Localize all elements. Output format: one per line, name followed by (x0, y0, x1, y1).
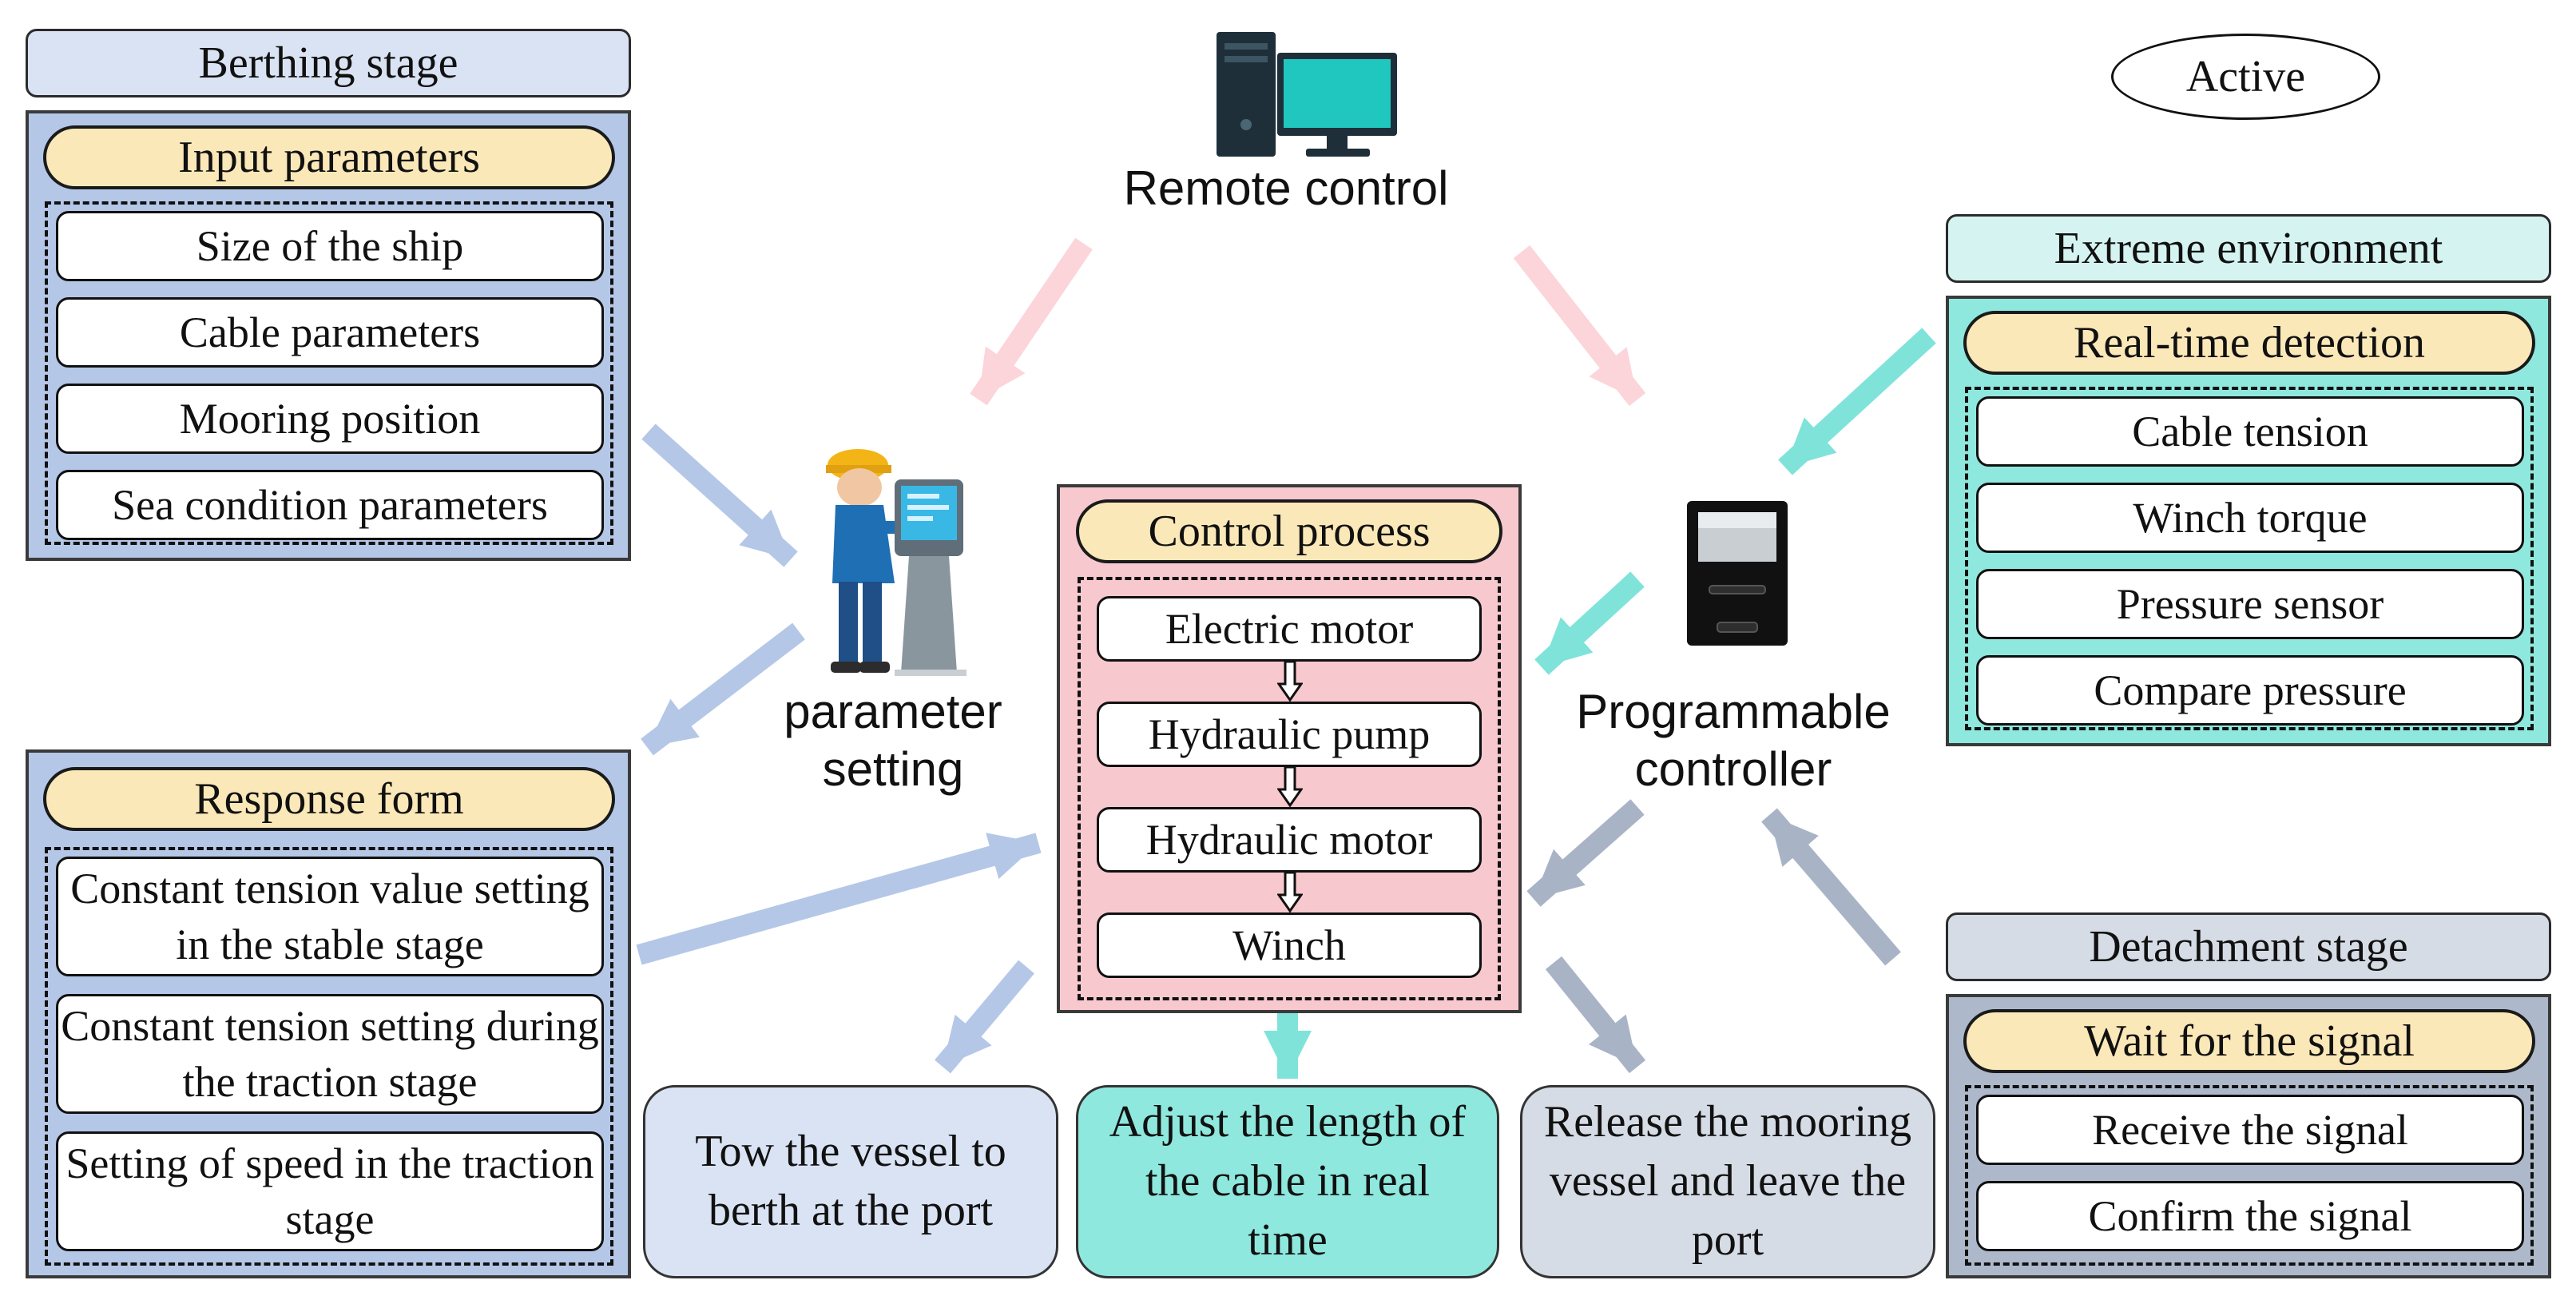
programmable-controller-label: Programmable controller (1576, 685, 1891, 796)
detection-item: Pressure sensor (1976, 569, 2524, 639)
output-release-vessel: Release the mooring vessel and leave the… (1520, 1085, 1935, 1278)
arrow-plc-to-control-gray (1526, 799, 1645, 907)
wait-for-signal-list: Receive the signal Confirm the signal (1965, 1085, 2534, 1266)
arrow-response-to-control (636, 833, 1042, 965)
legend-active: Active (2111, 34, 2380, 120)
response-form-panel: Response form Constant tension value set… (26, 749, 631, 1278)
output-tow-vessel: Tow the vessel to berth at the port (643, 1085, 1058, 1278)
arrow-input-to-param (641, 423, 798, 567)
arrow-plc-to-control (1534, 571, 1645, 675)
detection-item: Winch torque (1976, 483, 2524, 553)
input-param-item: Size of the ship (56, 211, 604, 281)
arrow-param-to-response (641, 622, 805, 756)
arrow-control-to-tow (935, 960, 1034, 1074)
control-item: Winch (1097, 912, 1482, 978)
arrow-remote-to-param (970, 237, 1093, 406)
input-param-item: Sea condition parameters (56, 470, 604, 540)
real-time-detection-pill: Real-time detection (1963, 311, 2535, 375)
input-param-item: Cable parameters (56, 297, 604, 368)
control-item: Hydraulic pump (1097, 702, 1482, 767)
signal-item: Confirm the signal (1976, 1181, 2524, 1251)
response-item: Constant tension value setting in the st… (56, 857, 604, 976)
control-item: Electric motor (1097, 596, 1482, 662)
parameter-setting-label: parameter setting (784, 685, 1002, 796)
arrow-control-to-release (1545, 956, 1646, 1074)
signal-item: Receive the signal (1976, 1095, 2524, 1165)
controller-device-icon (1685, 499, 1789, 647)
detachment-stage-title: Detachment stage (1946, 912, 2551, 981)
arrow-detach-to-plc (1761, 808, 1901, 966)
real-time-detection-list: Cable tension Winch torque Pressure sens… (1965, 387, 2534, 730)
detection-item: Cable tension (1976, 396, 2524, 467)
control-process-pill: Control process (1076, 499, 1502, 563)
operator-icon (815, 447, 974, 679)
response-item: Constant tension setting during the trac… (56, 994, 604, 1114)
flow-down-arrow-icon (1277, 873, 1303, 912)
wait-for-signal-panel: Wait for the signal Receive the signal C… (1946, 994, 2551, 1278)
input-parameters-list: Size of the ship Cable parameters Moorin… (45, 201, 613, 545)
output-adjust-cable: Adjust the length of the cable in real t… (1076, 1085, 1499, 1278)
detection-item: Compare pressure (1976, 655, 2524, 726)
computer-icon (1210, 29, 1402, 160)
flow-down-arrow-icon (1277, 767, 1303, 807)
wait-for-signal-pill: Wait for the signal (1963, 1009, 2535, 1073)
control-item: Hydraulic motor (1097, 807, 1482, 873)
control-process-list: Electric motor Hydraulic pump Hydraulic … (1078, 577, 1501, 1000)
flow-down-arrow-icon (1277, 662, 1303, 702)
response-form-list: Constant tension value setting in the st… (45, 847, 613, 1266)
response-form-pill: Response form (43, 767, 615, 831)
input-parameters-pill: Input parameters (43, 125, 615, 189)
arrow-remote-to-plc (1513, 245, 1646, 407)
control-process-panel: Control process Electric motor Hydraulic… (1057, 484, 1522, 1013)
response-item: Setting of speed in the traction stage (56, 1131, 604, 1251)
input-param-item: Mooring position (56, 384, 604, 454)
extreme-environment-title: Extreme environment (1946, 214, 2551, 283)
berthing-stage-title: Berthing stage (26, 29, 631, 97)
arrow-detection-to-plc (1778, 328, 1936, 475)
real-time-detection-panel: Real-time detection Cable tension Winch … (1946, 296, 2551, 746)
input-parameters-panel: Input parameters Size of the ship Cable … (26, 110, 631, 561)
remote-control-label: Remote control (1123, 161, 1449, 215)
